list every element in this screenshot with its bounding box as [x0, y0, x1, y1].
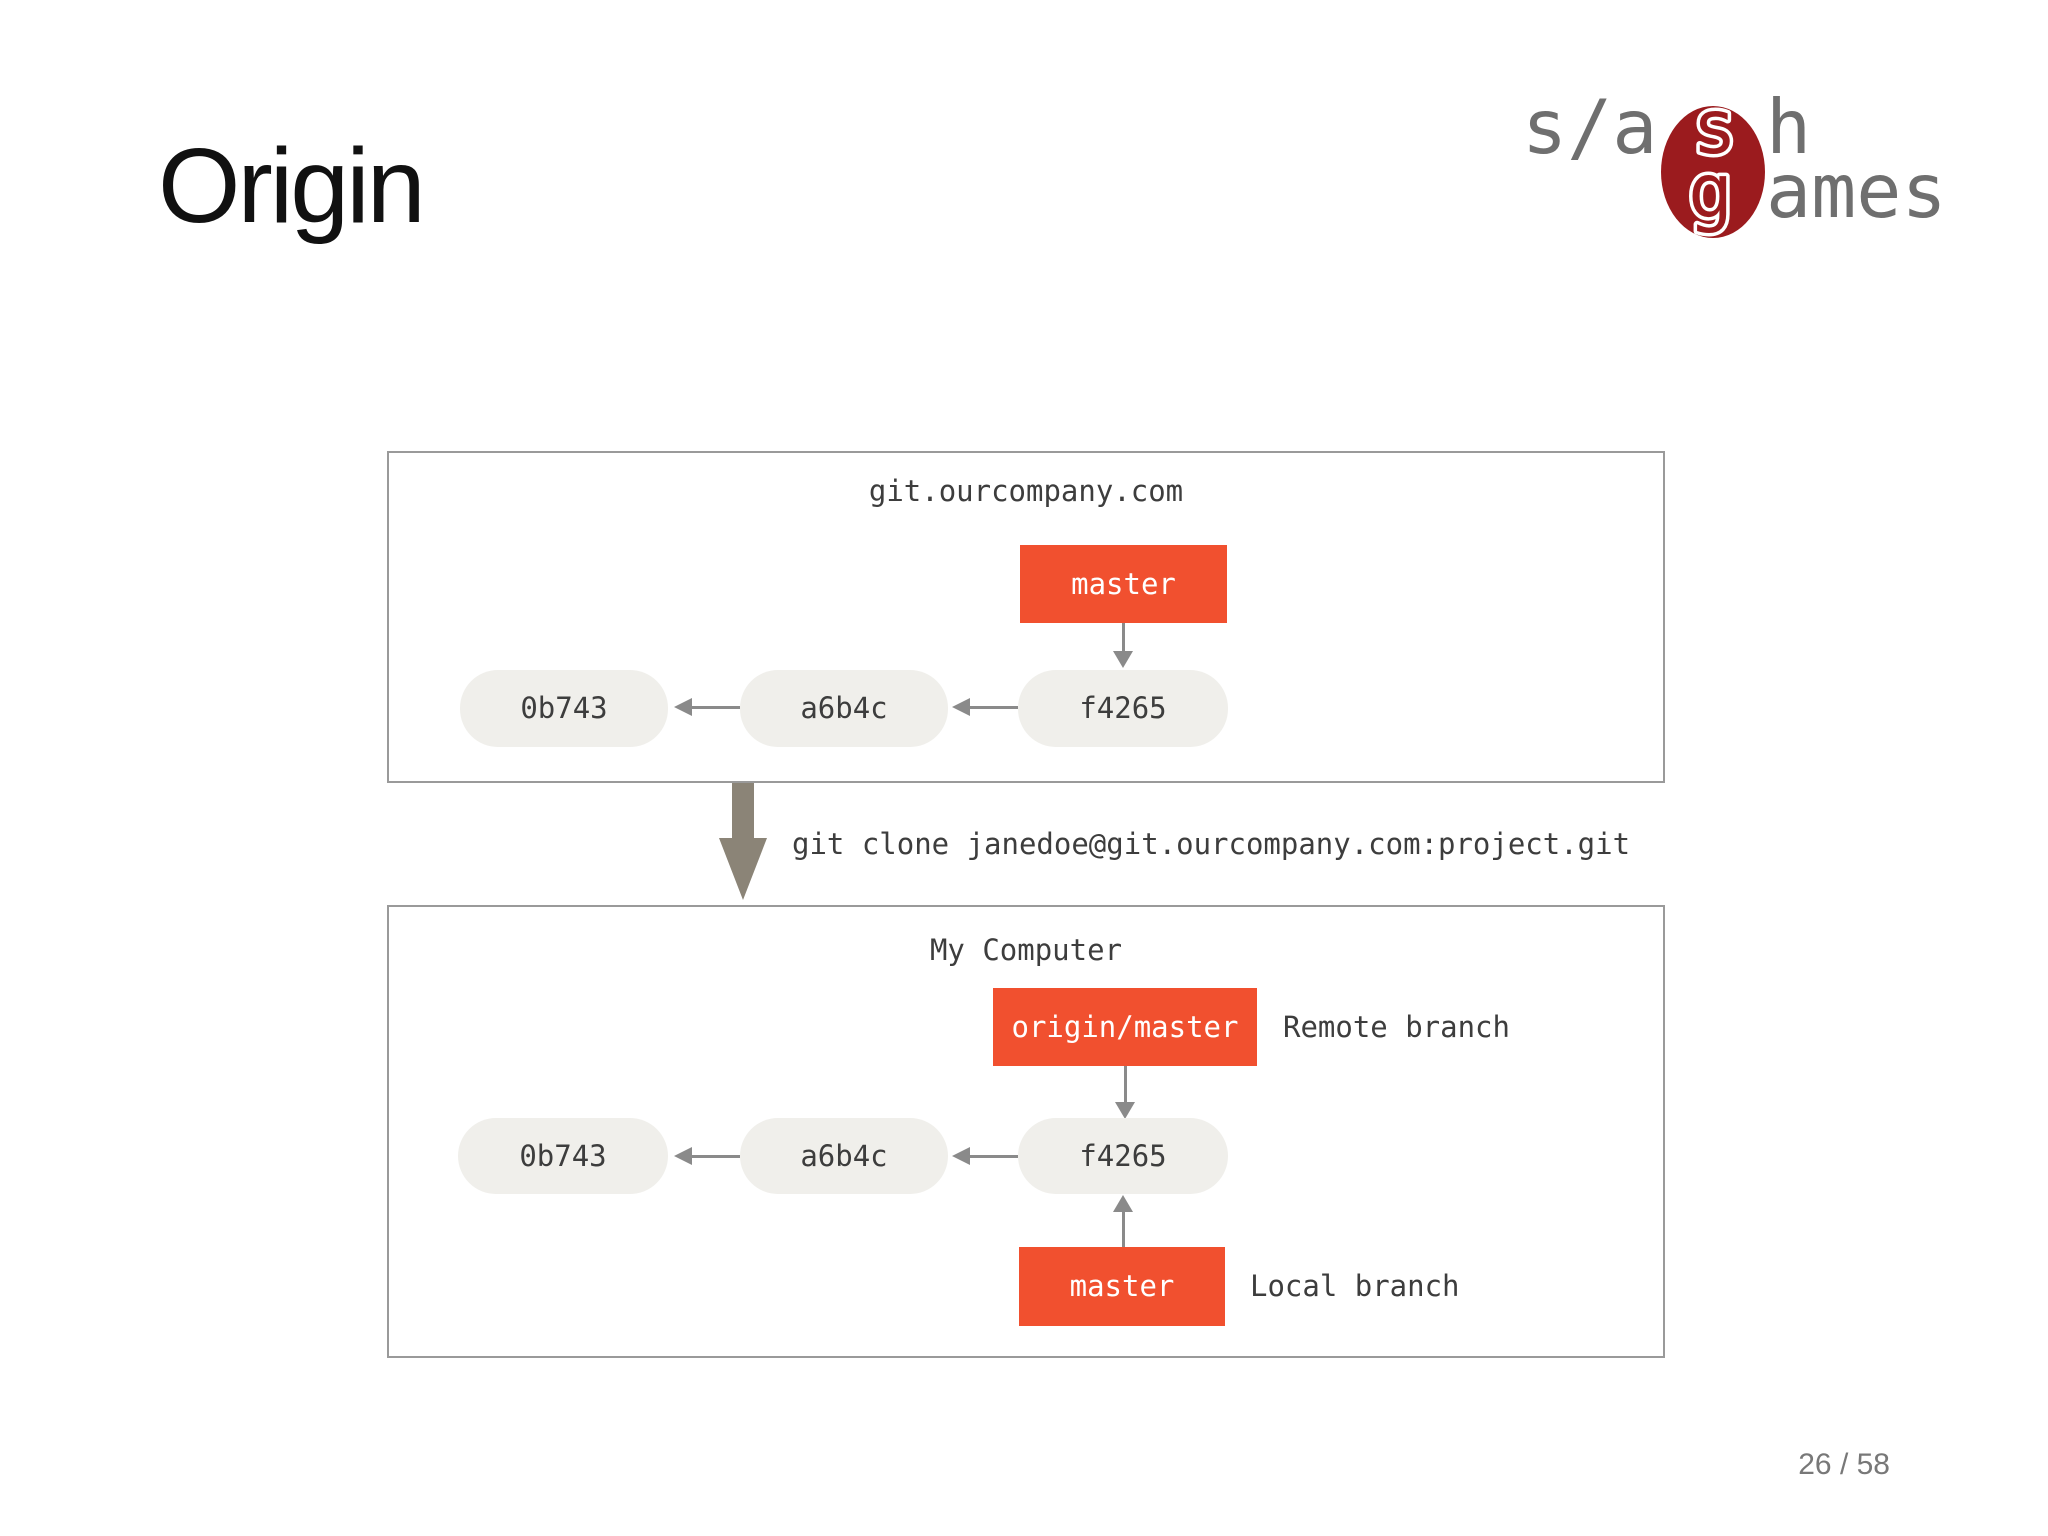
page-title: Origin: [158, 127, 426, 245]
arrow-down-icon: [1115, 1102, 1135, 1119]
arrow-shaft: [690, 706, 740, 709]
arrow-shaft: [1122, 623, 1125, 653]
arrow-down-icon: [1113, 651, 1133, 668]
arrow-shaft: [1124, 1066, 1127, 1104]
remote-commit-f4265: f4265: [1018, 670, 1228, 747]
arrow-shaft: [968, 1155, 1018, 1158]
local-branch-label: Local branch: [1250, 1269, 1460, 1303]
local-commit-a6b4c: a6b4c: [740, 1118, 948, 1194]
arrow-left-icon: [674, 698, 692, 716]
slashgames-logo-icon: s/a s h g ames: [1522, 80, 1947, 239]
arrow-shaft: [1122, 1210, 1125, 1247]
logo-ellipse: [1661, 106, 1765, 238]
remote-repo-title: git.ourcompany.com: [868, 474, 1184, 508]
arrow-shaft: [968, 706, 1018, 709]
logo-text-ames: ames: [1766, 147, 1947, 235]
logo-text-sla: s/a: [1522, 83, 1657, 171]
arrow-left-icon: [952, 1147, 970, 1165]
clone-command: git clone janedoe@git.ourcompany.com:pro…: [792, 827, 1631, 861]
local-repo-title: My Computer: [929, 933, 1123, 967]
remote-commit-0b743: 0b743: [460, 670, 668, 747]
clone-arrow-shaft: [732, 783, 754, 840]
local-commit-f4265: f4265: [1018, 1118, 1228, 1194]
arrow-shaft: [690, 1155, 740, 1158]
origin-master-tag: origin/master: [993, 988, 1257, 1066]
logo-text-h: h: [1766, 83, 1811, 171]
remote-branch-label: Remote branch: [1283, 1010, 1510, 1044]
remote-commit-a6b4c: a6b4c: [740, 670, 948, 747]
arrow-up-icon: [1113, 1195, 1133, 1212]
logo-text-g: g: [1688, 147, 1733, 235]
logo-text-s: s: [1692, 83, 1737, 171]
remote-master-tag: master: [1020, 545, 1227, 623]
arrow-left-icon: [674, 1147, 692, 1165]
arrow-left-icon: [952, 698, 970, 716]
clone-arrow-down-icon: [719, 838, 767, 900]
local-master-tag: master: [1019, 1247, 1225, 1326]
local-commit-0b743: 0b743: [458, 1118, 668, 1194]
page-number: 26 / 58: [1798, 1448, 1890, 1481]
